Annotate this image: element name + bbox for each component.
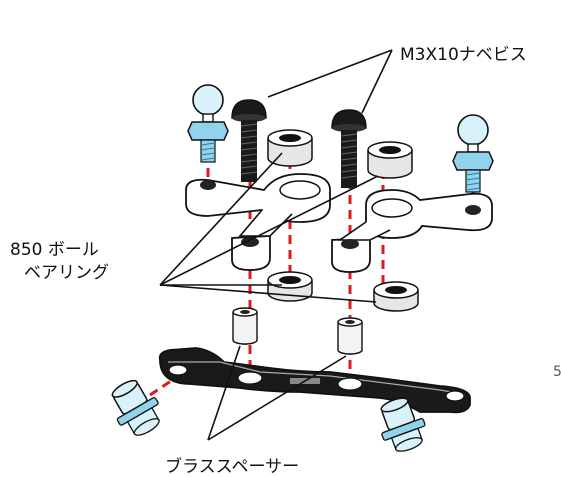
- brass-spacer-right: [337, 317, 363, 355]
- callout-screw-leaders: [267, 49, 393, 114]
- brass-spacer-left: [232, 307, 258, 345]
- callout-bearing-leaders: [159, 152, 379, 303]
- bearing-lower-right: [373, 281, 419, 312]
- ball-stud-right: [452, 114, 494, 193]
- screw-left: [231, 99, 267, 182]
- bellcrank-right: [331, 189, 493, 273]
- bearing-upper-left: [267, 129, 313, 167]
- bearing-label-line2: ベアリング: [24, 263, 109, 283]
- callout-spacer-leaders: [207, 345, 347, 441]
- bellcrank-left: [185, 173, 331, 271]
- bearing-upper-right: [367, 141, 413, 179]
- screw-label: M3X10ナベビス: [400, 45, 527, 65]
- screw-right: [331, 109, 367, 188]
- edge-fragment-text: 5: [553, 364, 561, 380]
- ball-end-left: [111, 379, 160, 436]
- bearing-label-line1: 850 ボール: [10, 240, 99, 260]
- ball-end-right: [380, 397, 426, 452]
- ball-stud-left: [187, 84, 229, 163]
- spacer-label: ブラススペーサー: [165, 457, 300, 477]
- link-plate: [158, 347, 471, 414]
